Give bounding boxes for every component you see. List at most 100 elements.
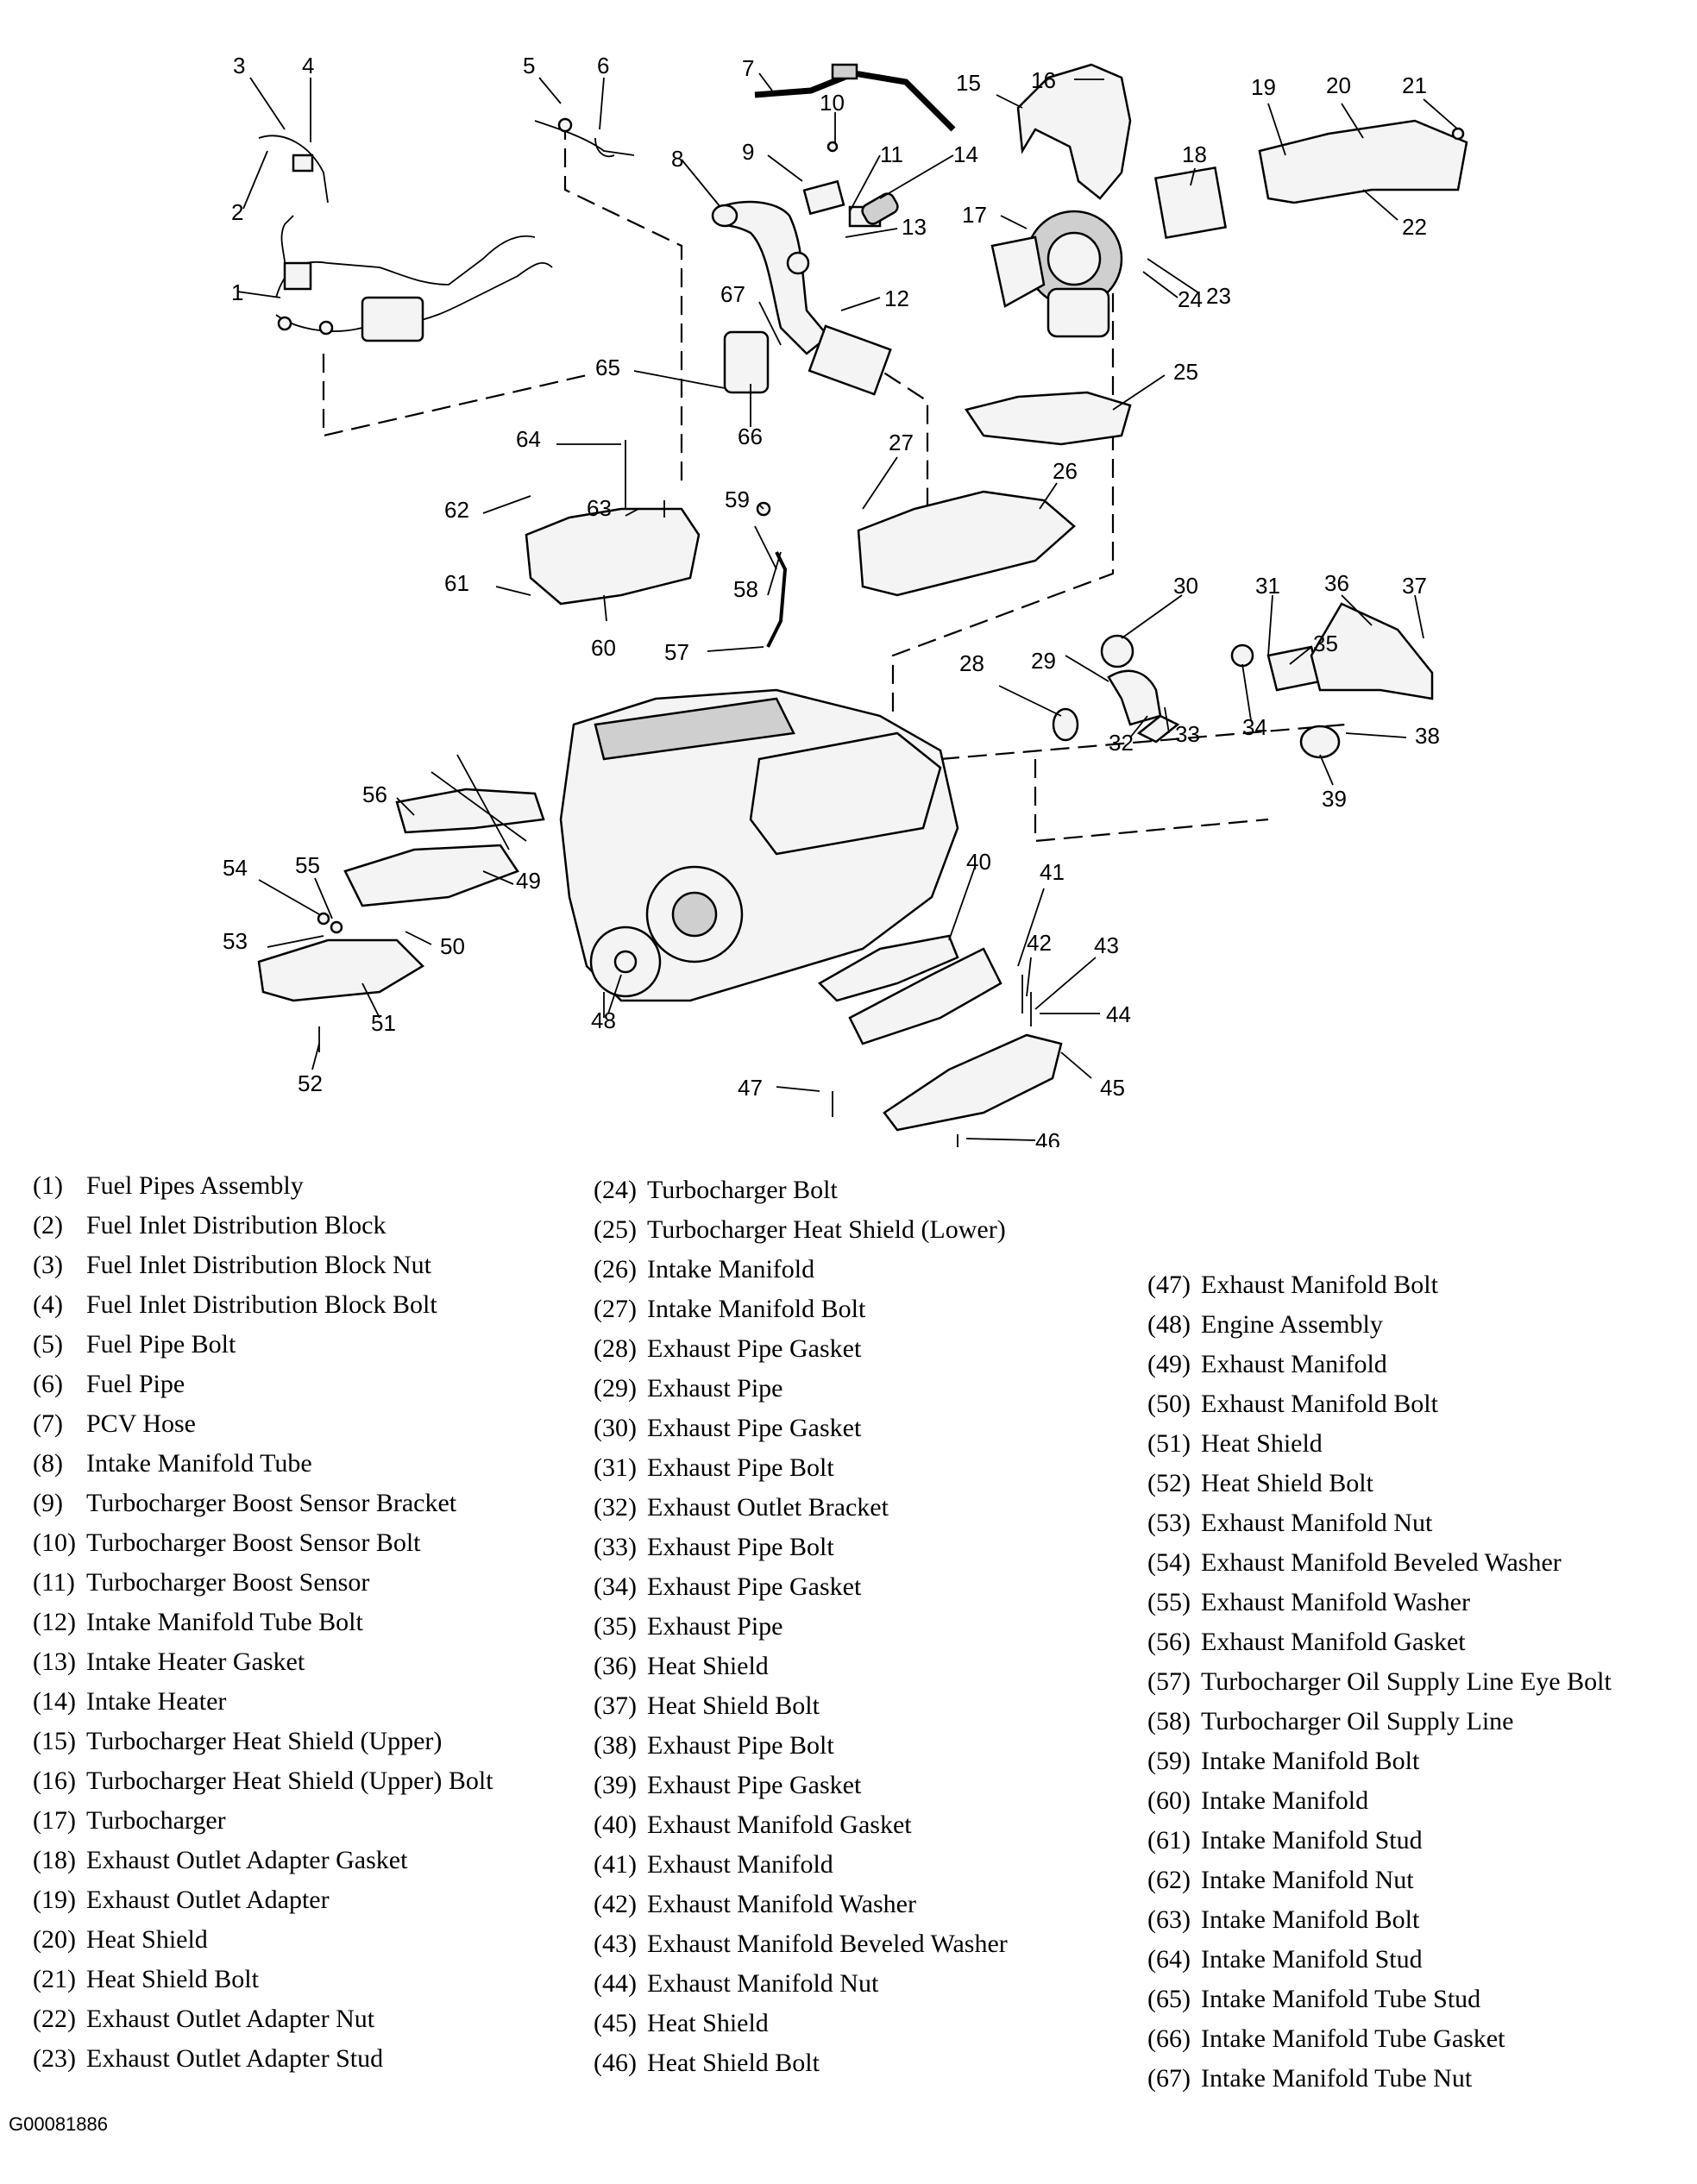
callout-2: 2 [231,199,243,225]
callout-67: 67 [720,281,745,307]
legend-item: (12)Intake Manifold Tube Bolt [33,1608,363,1636]
callout-36: 36 [1324,570,1349,596]
callout-64: 64 [516,426,541,452]
legend-item: (62)Intake Manifold Nut [1147,1866,1414,1894]
callout-27: 27 [889,430,914,455]
callout-28: 28 [959,650,984,676]
legend-item: (35)Exhaust Pipe [594,1612,783,1641]
legend-item: (20)Heat Shield [33,1925,208,1954]
callout-35: 35 [1313,631,1338,656]
legend-item: (43)Exhaust Manifold Beveled Washer [594,1930,1008,1958]
callout-22: 22 [1402,214,1427,240]
legend-item: (39)Exhaust Pipe Gasket [594,1771,862,1799]
callout-59: 59 [725,486,750,512]
callout-38: 38 [1415,723,1440,749]
legend-item: (25)Turbocharger Heat Shield (Lower) [594,1215,1006,1244]
callout-47: 47 [738,1075,763,1101]
pcv-hose [754,63,956,132]
legend-item: (8)Intake Manifold Tube [33,1449,312,1478]
legend-item: (1)Fuel Pipes Assembly [33,1171,304,1200]
callout-12: 12 [884,286,909,311]
callout-49: 49 [516,868,541,894]
intake-tube-gasket [723,324,892,396]
callout-37: 37 [1402,573,1427,599]
legend-item: (46)Heat Shield Bolt [594,2049,820,2077]
callout-39: 39 [1322,786,1347,812]
legend-column-3: (47)Exhaust Manifold Bolt (48)Engine Ass… [1147,1265,1612,2099]
legend-item: (26)Intake Manifold [594,1255,815,1283]
callout-7: 7 [742,55,754,81]
intake-manifolds [525,440,1076,606]
figure-id: G00081886 [9,2113,108,2135]
boost-sensor-parts [786,141,899,275]
legend-item: (51)Heat Shield [1147,1429,1323,1458]
legend-column-1: (1)Fuel Pipes Assembly (2)Fuel Inlet Dis… [33,1166,493,2079]
legend-item: (14)Intake Heater [33,1687,227,1716]
legend-item: (19)Exhaust Outlet Adapter [33,1886,330,1914]
callout-9: 9 [742,139,754,165]
callout-66: 66 [738,424,763,449]
callout-10: 10 [820,90,845,116]
legend-item: (23)Exhaust Outlet Adapter Stud [33,2044,384,2073]
callout-57: 57 [664,639,689,665]
callout-46: 46 [1035,1128,1060,1147]
callout-24: 24 [1178,286,1203,312]
right-exhaust-manifold [817,934,1063,1147]
legend-item: (28)Exhaust Pipe Gasket [594,1334,862,1363]
callout-14: 14 [953,141,978,167]
callout-62: 62 [444,497,469,523]
legend-item: (60)Intake Manifold [1147,1786,1369,1815]
callout-65: 65 [595,355,620,380]
callout-3: 3 [233,53,245,78]
turbo-oil-supply-line [756,501,788,648]
callout-21: 21 [1402,72,1427,98]
callout-63: 63 [587,495,612,521]
legend-item: (42)Exhaust Manifold Washer [594,1890,916,1918]
legend-item: (59)Intake Manifold Bolt [1147,1747,1420,1775]
legend-item: (65)Intake Manifold Tube Stud [1147,1985,1481,2013]
legend-item: (31)Exhaust Pipe Bolt [594,1453,834,1482]
legend-column-2: (24)Turbocharger Bolt (25)Turbocharger H… [594,1170,1008,2083]
legend-item: (2)Fuel Inlet Distribution Block [33,1211,387,1239]
legend-item: (53)Exhaust Manifold Nut [1147,1509,1433,1537]
legend-item: (66)Intake Manifold Tube Gasket [1147,2024,1505,2053]
legend-item: (41)Exhaust Manifold [594,1850,833,1879]
legend-item: (57)Turbocharger Oil Supply Line Eye Bol… [1147,1667,1612,1696]
legend-item: (4)Fuel Inlet Distribution Block Bolt [33,1290,437,1319]
callout-11: 11 [880,141,903,167]
callout-42: 42 [1027,930,1052,956]
callout-45: 45 [1100,1075,1125,1101]
callout-leaders [236,72,1459,1141]
legend-item: (5)Fuel Pipe Bolt [33,1330,236,1359]
callout-17: 17 [962,202,987,228]
intake-manifold-tube [711,200,830,355]
legend-item: (37)Heat Shield Bolt [594,1691,820,1720]
callout-40: 40 [966,849,991,875]
callout-55: 55 [295,852,320,878]
legend-item: (47)Exhaust Manifold Bolt [1147,1271,1438,1299]
callout-41: 41 [1040,859,1065,885]
callout-53: 53 [223,928,248,954]
callout-48: 48 [591,1007,616,1033]
legend-item: (24)Turbocharger Bolt [594,1176,838,1204]
legend-item: (27)Intake Manifold Bolt [594,1295,866,1323]
legend-item: (13)Intake Heater Gasket [33,1647,305,1676]
legend-item: (52)Heat Shield Bolt [1147,1469,1373,1497]
legend-item: (3)Fuel Inlet Distribution Block Nut [33,1251,431,1279]
callout-31: 31 [1255,573,1280,599]
fuel-pipes-assembly [258,135,553,342]
legend-item: (56)Exhaust Manifold Gasket [1147,1628,1466,1656]
legend-item: (50)Exhaust Manifold Bolt [1147,1390,1438,1418]
callout-44: 44 [1106,1001,1131,1027]
legend-item: (55)Exhaust Manifold Washer [1147,1588,1470,1616]
left-exhaust-manifold [257,754,545,1052]
legend-item: (58)Turbocharger Oil Supply Line [1147,1707,1514,1735]
legend-item: (18)Exhaust Outlet Adapter Gasket [33,1846,408,1874]
callout-13: 13 [902,214,927,240]
legend-item: (63)Intake Manifold Bolt [1147,1905,1420,1934]
callout-51: 51 [371,1010,396,1036]
callout-32: 32 [1109,730,1134,756]
callout-1: 1 [231,279,243,305]
callout-16: 16 [1031,67,1056,93]
legend-item: (30)Exhaust Pipe Gasket [594,1414,862,1442]
